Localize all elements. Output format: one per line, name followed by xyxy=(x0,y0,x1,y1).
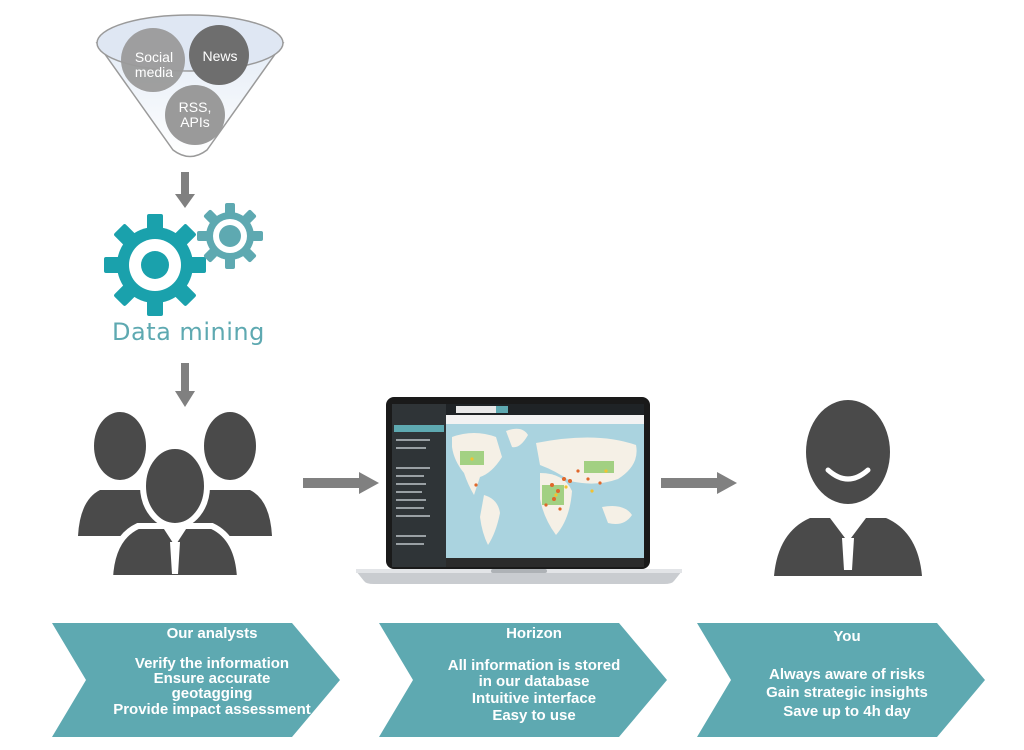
news-bubble xyxy=(189,25,249,85)
down-arrow-icon xyxy=(175,172,195,208)
source-funnel xyxy=(95,14,285,158)
news-label: News xyxy=(202,48,238,64)
stage-line: All information is stored xyxy=(447,657,621,674)
rss-apis-bubble xyxy=(165,85,225,145)
analysts-group-icon xyxy=(78,412,272,580)
stage-line: Easy to use xyxy=(492,707,576,724)
stage-line: Provide impact assessment xyxy=(113,701,311,718)
stage-title: Horizon xyxy=(506,625,562,642)
stage-title: Our analysts xyxy=(166,625,258,642)
stage-banner-horizon: Horizon All information is stored in our… xyxy=(379,623,669,738)
social-media-label: Social media xyxy=(134,49,174,80)
stage-banner-you: You Always aware of risks Gain strategic… xyxy=(697,623,987,738)
stage-line: geotagging xyxy=(171,685,253,702)
right-arrow-icon xyxy=(303,472,379,494)
rss-apis-label: RSS, APIs xyxy=(178,99,212,130)
data-mining-gears-icon xyxy=(104,203,263,316)
stage-line: Save up to 4h day xyxy=(783,703,911,720)
stage-line: Always aware of risks xyxy=(769,666,925,683)
stage-line: Verify the information xyxy=(134,655,290,672)
data-mining-label: Data mining xyxy=(112,318,265,346)
stage-banner-analysts: Our analysts Verify the information Ensu… xyxy=(52,623,342,738)
stage-line: Gain strategic insights xyxy=(766,684,928,701)
stage-title: You xyxy=(833,628,861,645)
social-media-bubble xyxy=(121,28,185,92)
down-arrow-icon xyxy=(175,363,195,407)
stage-line: Ensure accurate xyxy=(153,670,271,687)
stage-line: in our database xyxy=(478,673,590,690)
horizon-laptop xyxy=(356,397,682,584)
right-arrow-icon xyxy=(661,472,737,494)
stage-line: Intuitive interface xyxy=(471,690,597,707)
you-person-icon xyxy=(774,400,922,576)
